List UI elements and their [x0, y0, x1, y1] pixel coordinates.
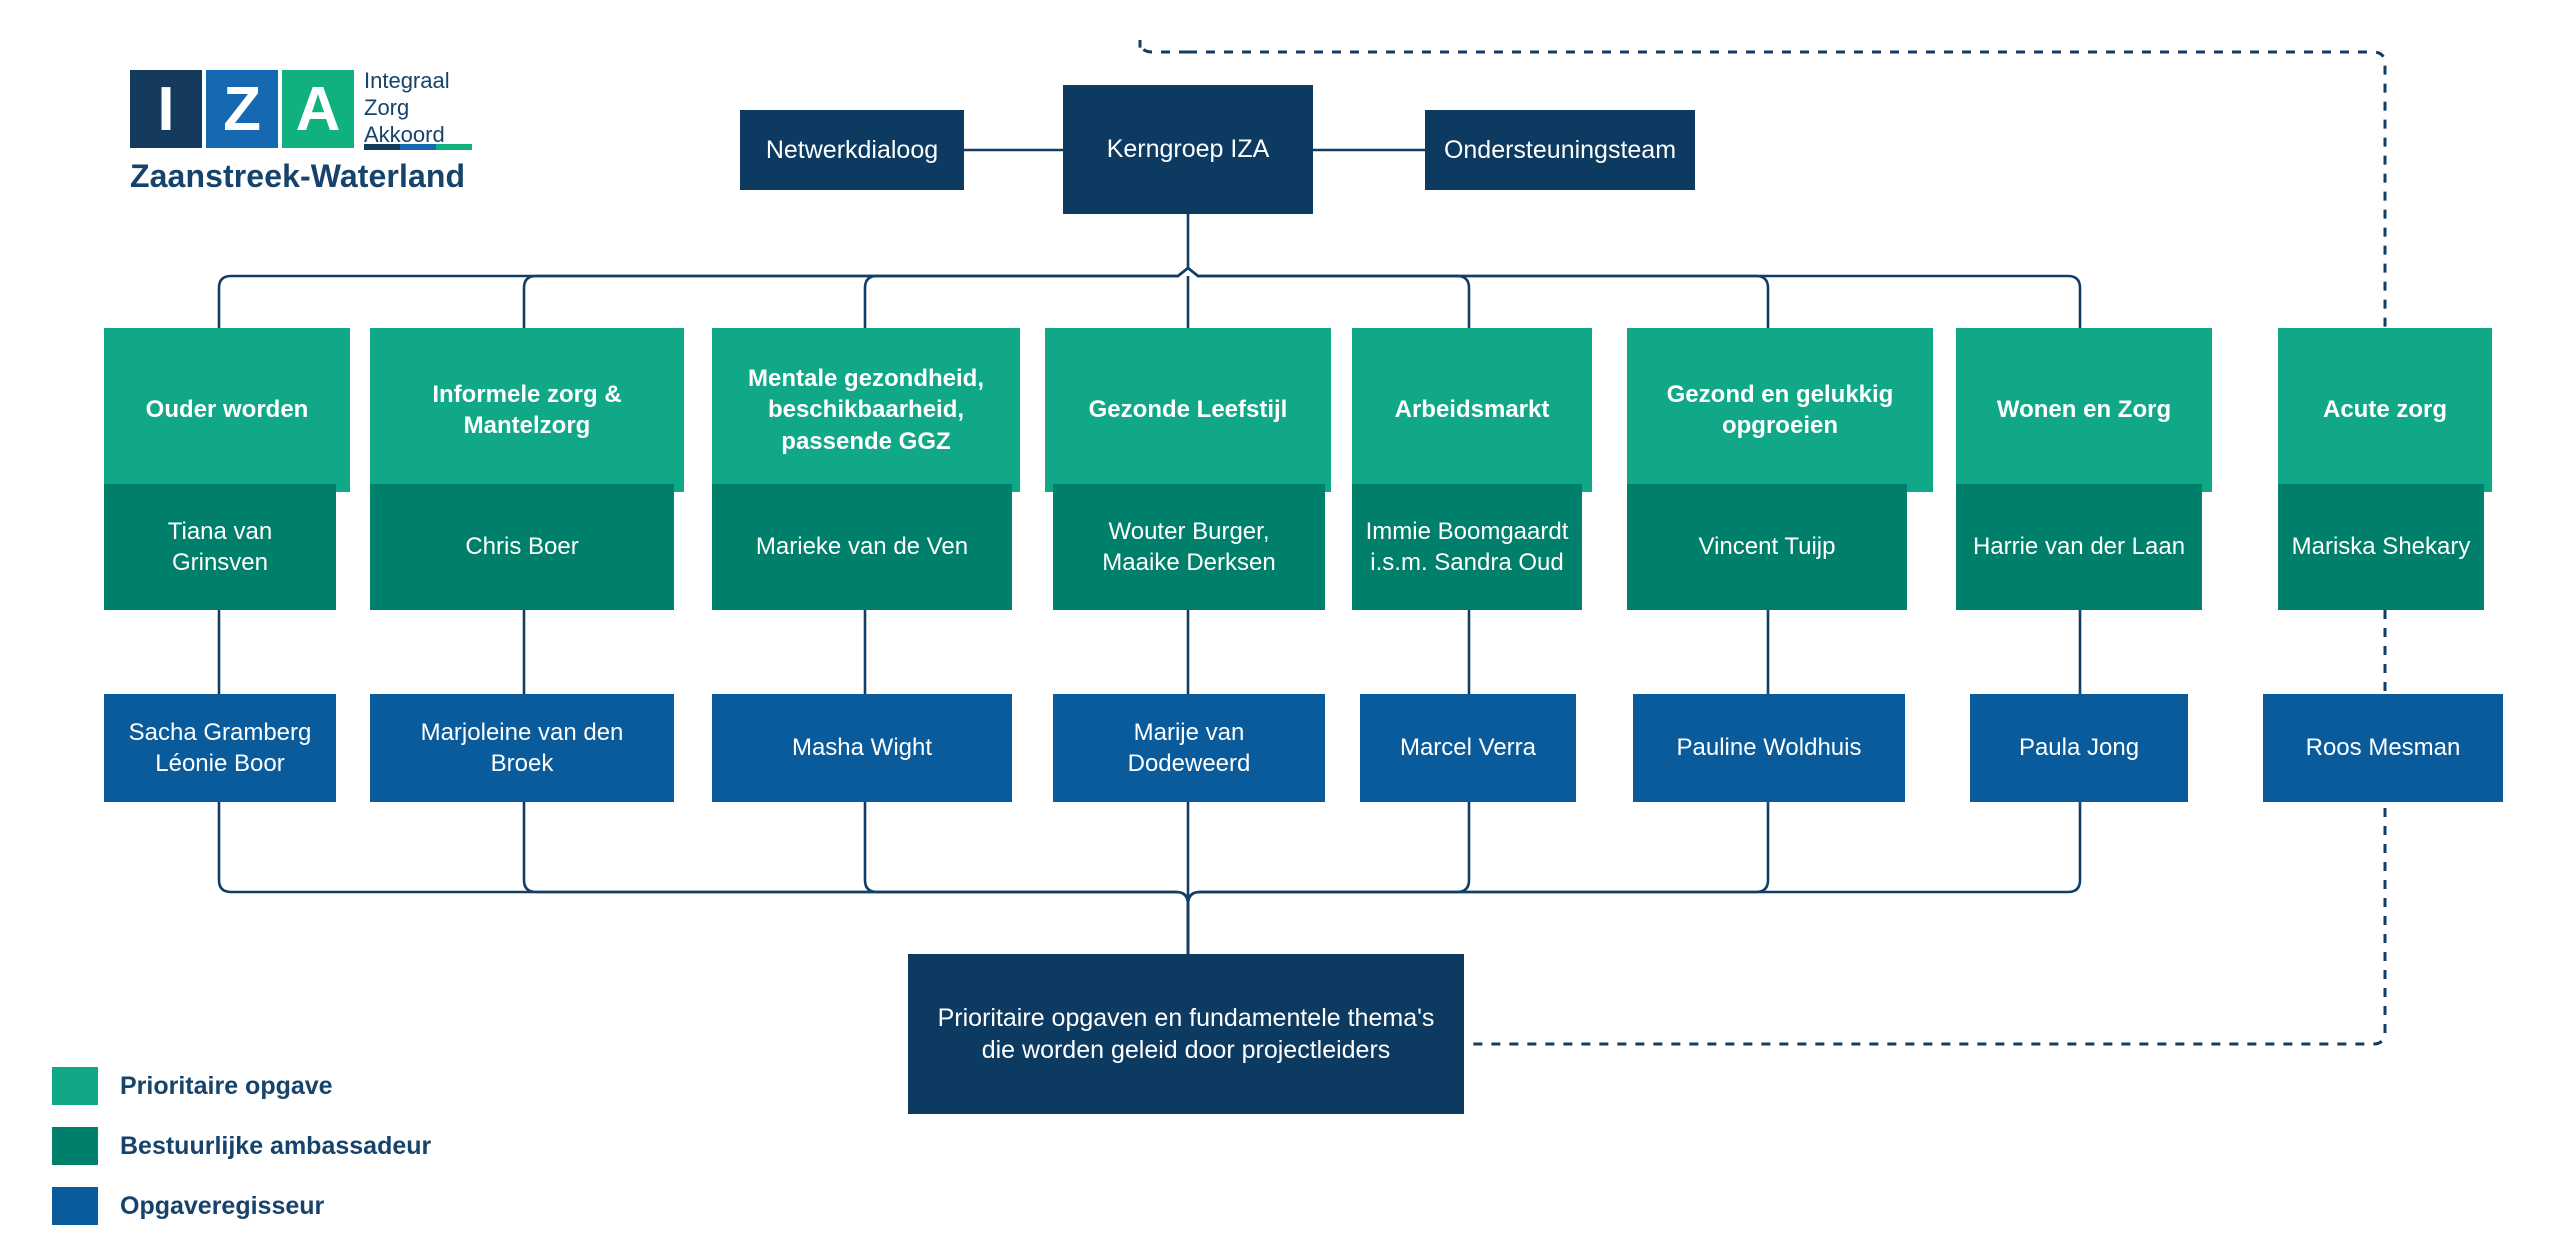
legend-label-opgaveregisseur: Opgaveregisseur	[120, 1191, 325, 1220]
node-ambassador-7[interactable]: Harrie van der Laan	[1956, 484, 2202, 610]
node-regisseur-4[interactable]: Marije van Dodeweerd	[1053, 694, 1325, 802]
ambassador-4-line-1: Wouter Burger,	[1108, 517, 1270, 545]
logo-letter-i: I	[130, 70, 202, 148]
regisseur-8-line-1: Roos Mesman	[2305, 734, 2461, 762]
theme-2-line-1: Informele zorg &	[432, 380, 622, 408]
regisseur-1-line-2: Léonie Boor	[155, 750, 285, 777]
node-kerngroep-iza[interactable]: Kerngroep IZA	[1063, 85, 1313, 214]
regisseur-2-line-1: Marjoleine van den	[420, 718, 624, 746]
wire-fan-5	[1187, 266, 1471, 334]
regisseur-6-line-1: Pauline Woldhuis	[1676, 734, 1862, 762]
regisseur-7-line-1: Paula Jong	[2018, 734, 2140, 762]
legend-item-bestuurlijke-ambassadeur: Bestuurlijke ambassadeur	[52, 1122, 431, 1170]
node-netwerkdialoog[interactable]: Netwerkdialoog	[740, 110, 964, 190]
logo-letter-z: Z	[206, 70, 278, 148]
wire-fan-3	[863, 266, 1189, 334]
ambassador-2-line-1: Chris Boer	[465, 533, 579, 561]
node-ambassador-8[interactable]: Mariska Shekary	[2278, 484, 2484, 610]
theme-6-line-2: opgroeien	[1721, 412, 1838, 439]
legend-swatch-opgaveregisseur	[52, 1187, 98, 1225]
node-theme-8[interactable]: Acute zorg	[2278, 328, 2492, 492]
wire-fan-1	[217, 266, 1189, 334]
regisseur-1-line-1: Sacha Gramberg	[128, 718, 312, 746]
bottom-line-2: die worden geleid door projectleiders	[981, 1036, 1391, 1064]
theme-3-line-2: beschikbaarheid,	[767, 396, 965, 424]
node-theme-5[interactable]: Arbeidsmarkt	[1352, 328, 1592, 492]
wire-collect-5	[1186, 802, 1471, 954]
ambassador-1-line-2: Grinsven	[171, 549, 269, 576]
node-theme-1[interactable]: Ouder worden	[104, 328, 350, 492]
logo-subtitle: Zaanstreek-Waterland	[130, 158, 466, 194]
ambassador-5-line-1: Immie Boomgaardt	[1365, 517, 1569, 545]
legend-swatch-prioritaire-opgave	[52, 1067, 98, 1105]
wire-fan-6	[1187, 266, 1770, 334]
logo-letter-a: A	[282, 70, 354, 148]
node-theme-4[interactable]: Gezonde Leefstijl	[1045, 328, 1331, 492]
ambassador-7-line-1: Harrie van der Laan	[1972, 533, 2186, 561]
wire-collect-2	[522, 802, 1190, 954]
logo-wordmark: Integraal Zorg Akkoord	[364, 68, 450, 148]
ambassador-6-line-1: Vincent Tuijp	[1698, 533, 1836, 561]
node-ambassador-4[interactable]: Wouter Burger, Maaike Derksen	[1053, 484, 1325, 610]
theme-1-line-1: Ouder worden	[145, 396, 309, 424]
node-bottom-summary[interactable]: Prioritaire opgaven en fundamentele them…	[908, 954, 1464, 1114]
wire-fan-2	[522, 266, 1189, 334]
theme-8-line-1: Acute zorg	[2322, 396, 2447, 424]
ambassador-4-line-2: Maaike Derksen	[1102, 549, 1276, 576]
node-ambassador-5[interactable]: Immie Boomgaardt i.s.m. Sandra Oud	[1352, 484, 1582, 610]
ambassador-3-line-1: Marieke van de Ven	[755, 533, 969, 561]
node-ambassador-2[interactable]: Chris Boer	[370, 484, 674, 610]
legend-label-bestuurlijke-ambassadeur: Bestuurlijke ambassadeur	[120, 1131, 432, 1160]
theme-5-line-1: Arbeidsmarkt	[1394, 396, 1550, 424]
node-theme-3[interactable]: Mentale gezondheid, beschikbaarheid, pas…	[712, 328, 1020, 492]
legend-swatch-bestuurlijke-ambassadeur	[52, 1127, 98, 1165]
node-regisseur-7[interactable]: Paula Jong	[1970, 694, 2188, 802]
legend-label-prioritaire-opgave: Prioritaire opgave	[120, 1071, 333, 1100]
ambassador-1-line-1: Tiana van	[167, 517, 273, 545]
wire-fan-7	[1187, 266, 2082, 334]
theme-2-line-2: Mantelzorg	[463, 412, 591, 439]
logo-word-3: Akkoord	[364, 121, 445, 147]
node-regisseur-5[interactable]: Marcel Verra	[1360, 694, 1576, 802]
node-theme-2[interactable]: Informele zorg & Mantelzorg	[370, 328, 684, 492]
ambassador-8-line-1: Mariska Shekary	[2291, 533, 2471, 561]
legend-item-prioritaire-opgave: Prioritaire opgave	[52, 1062, 431, 1110]
legend: Prioritaire opgave Bestuurlijke ambassad…	[52, 1062, 431, 1242]
theme-6-line-1: Gezond en gelukkig	[1666, 380, 1894, 408]
node-regisseur-8[interactable]: Roos Mesman	[2263, 694, 2503, 802]
wire-collect-7	[1186, 802, 2082, 954]
theme-3-line-3: passende GGZ	[781, 427, 951, 455]
node-ambassador-6[interactable]: Vincent Tuijp	[1627, 484, 1907, 610]
logo-word-2: Zorg	[364, 94, 410, 120]
node-regisseur-2[interactable]: Marjoleine van den Broek	[370, 694, 674, 802]
regisseur-4-line-1: Marije van	[1133, 718, 1245, 746]
node-theme-7[interactable]: Wonen en Zorg	[1956, 328, 2212, 492]
node-ambassador-3[interactable]: Marieke van de Ven	[712, 484, 1012, 610]
logo-word-1: Integraal	[364, 68, 450, 93]
legend-item-opgaveregisseur: Opgaveregisseur	[52, 1182, 431, 1230]
wire-collect-1	[217, 802, 1190, 954]
node-theme-6[interactable]: Gezond en gelukkig opgroeien	[1627, 328, 1933, 492]
theme-7-line-1: Wonen en Zorg	[1996, 396, 2172, 424]
node-regisseur-6[interactable]: Pauline Woldhuis	[1633, 694, 1905, 802]
regisseur-3-line-1: Masha Wight	[791, 734, 933, 762]
node-regisseur-1[interactable]: Sacha Gramberg Léonie Boor	[104, 694, 336, 802]
node-ondersteuningsteam[interactable]: Ondersteuningsteam	[1425, 110, 1695, 190]
ambassador-5-line-2: i.s.m. Sandra Oud	[1370, 549, 1564, 576]
bottom-line-1: Prioritaire opgaven en fundamentele them…	[937, 1003, 1435, 1032]
wire-collect-3	[863, 802, 1190, 954]
theme-4-line-1: Gezonde Leefstijl	[1088, 396, 1288, 424]
regisseur-4-line-2: Dodeweerd	[1127, 750, 1251, 777]
theme-3-line-1: Mentale gezondheid,	[747, 365, 984, 393]
regisseur-5-line-1: Marcel Verra	[1399, 734, 1537, 762]
regisseur-2-line-2: Broek	[490, 750, 554, 777]
node-ambassador-1[interactable]: Tiana van Grinsven	[104, 484, 336, 610]
iza-logo: I Z A Integraal Zorg Akkoord Zaanstreek-…	[130, 68, 472, 195]
wire-collect-6	[1186, 802, 1770, 954]
node-regisseur-3[interactable]: Masha Wight	[712, 694, 1012, 802]
logo-rule	[364, 144, 472, 150]
